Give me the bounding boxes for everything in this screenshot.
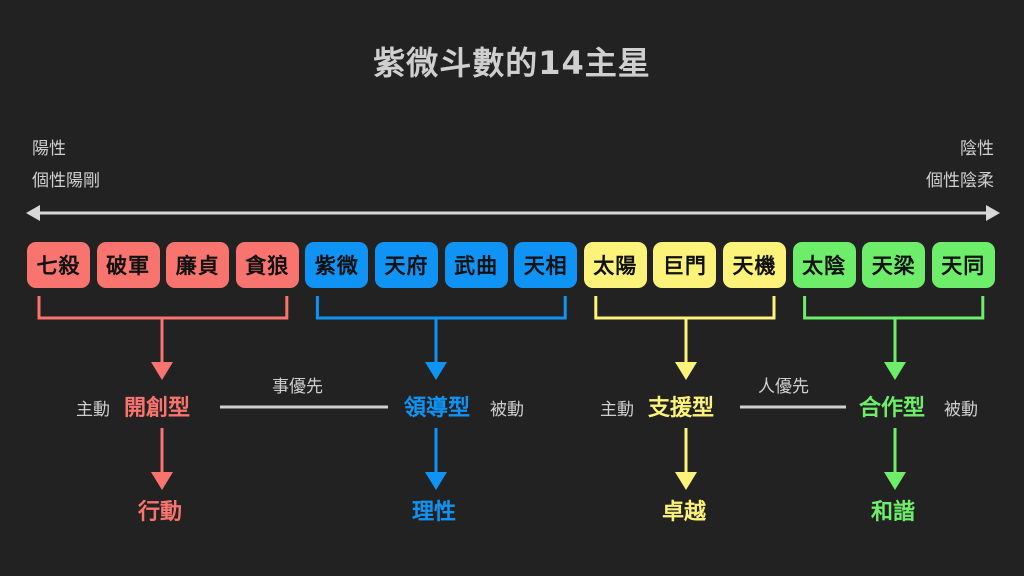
star-box: 天同 [931,242,995,288]
personality-type-label: 領導型 [404,396,471,421]
star-box: 巨門 [653,242,717,288]
outcome-label: 理性 [412,500,457,525]
outcome-label: 和諧 [871,500,916,525]
arrowhead-down-icon [675,472,697,490]
star-box: 貪狼 [235,242,299,288]
star-box: 天相 [514,242,578,288]
arrowhead-down-icon [425,472,447,490]
yang-yin-axis-arrow [26,205,1000,221]
outcome-label: 行動 [138,500,183,525]
star-box: 天府 [375,242,438,288]
left-arrowhead-icon [26,205,40,221]
yang-label: 陽性 [32,139,66,159]
active-passive-label: 主動 [76,400,110,420]
priority-people-first: 人優先 [758,377,809,397]
star-box: 七殺 [27,242,90,288]
group-bracket [803,296,985,320]
priority-task-first: 事優先 [272,377,323,397]
arrowhead-down-icon [884,362,906,380]
active-passive-label: 被動 [490,400,524,420]
star-box: 天機 [723,242,786,288]
star-box: 天梁 [862,242,926,288]
arrowhead-down-icon [151,362,173,380]
active-passive-label: 主動 [600,400,634,420]
arrowhead-down-icon [675,362,697,380]
personality-type-label: 支援型 [648,396,715,421]
outcome-label: 卓越 [662,500,707,525]
star-box: 破軍 [96,242,160,288]
arrowhead-down-icon [425,362,447,380]
star-box: 紫微 [305,242,369,288]
yang-description: 個性陽剛 [32,171,100,191]
personality-type-label: 開創型 [124,396,191,421]
star-box: 太陽 [583,242,647,288]
group-bracket [594,296,776,320]
arrowhead-down-icon [884,472,906,490]
star-box: 太陰 [792,242,856,288]
active-passive-label: 被動 [944,400,978,420]
right-arrowhead-icon [986,205,1000,221]
star-box: 武曲 [444,242,508,288]
yin-description: 個性陰柔 [926,171,994,191]
star-box: 廉貞 [166,242,230,288]
yin-label: 陰性 [960,139,994,159]
diagram-title: 紫微斗數的14主星 [373,44,651,82]
group-bracket [315,296,567,320]
arrowhead-down-icon [151,472,173,490]
group-bracket [37,296,289,320]
personality-type-label: 合作型 [859,396,926,421]
